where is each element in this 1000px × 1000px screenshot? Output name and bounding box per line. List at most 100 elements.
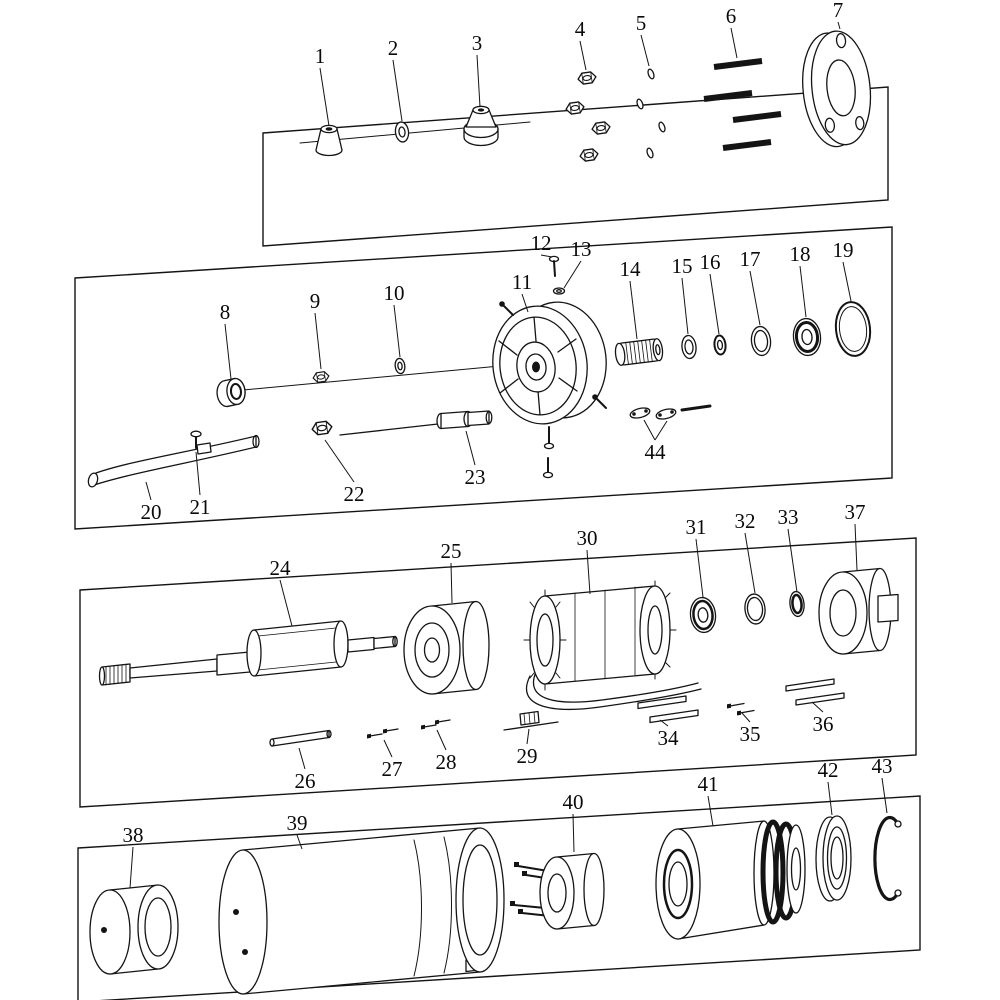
section-frame-1 (262, 86, 889, 247)
part-number-27: 27 (382, 757, 403, 781)
part-number-10: 10 (384, 281, 405, 305)
part-37-end-cap (818, 567, 899, 655)
part-4-hex-nuts (564, 70, 612, 163)
part-number-6: 6 (726, 4, 737, 28)
part-number-8: 8 (220, 300, 231, 324)
part-number-1: 1 (315, 44, 326, 68)
part-13-washer (552, 287, 566, 295)
part-number-38: 38 (123, 823, 144, 847)
part-number-20: 20 (141, 500, 162, 524)
part-22-nut (310, 419, 334, 437)
part-number-18: 18 (790, 242, 811, 266)
leader-line-5 (640, 34, 650, 67)
part-11-bottom-screws (542, 426, 555, 479)
part-38-end-cap (89, 884, 179, 975)
section-2-parts (87, 255, 872, 488)
part-number-2: 2 (388, 36, 399, 60)
leader-line-43 (881, 777, 888, 814)
part-number-22: 22 (344, 482, 365, 506)
part-29-cable-clamp (503, 710, 559, 731)
leader-line-3 (476, 54, 481, 108)
part-number-24: 24 (270, 556, 292, 580)
part-number-21: 21 (190, 495, 211, 519)
axis-line (242, 365, 501, 391)
leader-line-33 (787, 528, 798, 593)
leader-line-41 (707, 795, 714, 827)
part-11-pump-head (492, 255, 607, 479)
part-number-14: 14 (620, 257, 642, 281)
part-6-studs (703, 58, 782, 151)
leader-line-44 (643, 419, 656, 441)
leader-line-24 (279, 579, 293, 627)
part-number-12: 12 (531, 231, 552, 255)
leader-line-1 (319, 67, 330, 127)
part-number-4: 4 (575, 17, 586, 41)
leader-line-37 (854, 523, 858, 571)
part-2-washer (394, 121, 410, 143)
part-18-bearing (792, 317, 822, 357)
part-number-37: 37 (845, 500, 866, 524)
part-26-pin (269, 729, 332, 747)
leader-line-31 (695, 538, 704, 598)
leader-line-32 (744, 532, 756, 594)
leader-line-2 (392, 59, 403, 122)
leader-line-40 (572, 813, 575, 853)
part-20-outlet-pipe (87, 434, 260, 488)
part-number-34: 34 (658, 726, 680, 750)
leader-line-20 (145, 481, 152, 501)
leader-line-4 (579, 40, 587, 71)
part-number-29: 29 (517, 744, 538, 768)
leader-line-35 (741, 712, 751, 723)
part-28-screws (421, 719, 451, 730)
part-number-15: 15 (672, 254, 693, 278)
part-27-screws (367, 728, 399, 739)
section-frame-3 (79, 537, 917, 808)
part-number-23: 23 (465, 465, 486, 489)
part-34-pins (637, 695, 699, 724)
leader-line-10 (393, 304, 401, 358)
part-31-bearing (689, 596, 717, 634)
part-39-motor-shell (218, 827, 505, 995)
part-10-washer (394, 357, 406, 375)
part-number-30: 30 (577, 526, 598, 550)
leader-line-44 (654, 420, 668, 441)
part-24-rotor-shaft (98, 620, 398, 686)
part-23-shaft-coupling (339, 410, 493, 436)
part-36-pins (785, 678, 845, 706)
part-number-39: 39 (287, 811, 308, 835)
leader-line-23 (465, 430, 476, 466)
leader-line-36 (811, 701, 824, 713)
part-33-seal-ring (789, 590, 805, 618)
leader-line-16 (709, 273, 720, 335)
part-number-16: 16 (700, 250, 721, 274)
part-number-40: 40 (563, 790, 584, 814)
part-number-28: 28 (436, 750, 457, 774)
part-14-spline-coupling (614, 338, 664, 366)
part-11-side-screws (499, 301, 607, 409)
leader-line-6 (730, 27, 738, 59)
leader-line-25 (450, 562, 453, 604)
part-number-41: 41 (698, 772, 719, 796)
leader-line-39 (296, 834, 303, 850)
part-17-o-ring (750, 325, 772, 357)
part-16-washer (713, 334, 727, 356)
part-number-3: 3 (472, 31, 483, 55)
leader-line-27 (383, 739, 393, 758)
leader-line-38 (129, 846, 134, 889)
part-7-base-flange (802, 30, 872, 148)
part-5-pins (636, 68, 666, 159)
part-number-36: 36 (813, 712, 834, 736)
part-40-terminal-plug (510, 852, 605, 930)
part-number-25: 25 (441, 539, 462, 563)
part-number-31: 31 (686, 515, 707, 539)
part-number-17: 17 (740, 247, 761, 271)
leader-line-11 (521, 293, 529, 313)
part-35-screws (727, 702, 755, 716)
section-frame-4 (77, 795, 921, 1000)
leader-line-19 (842, 261, 852, 302)
part-42-seal-ring (815, 815, 852, 902)
section-4-parts (89, 815, 902, 995)
part-19-retaining-ring (834, 301, 872, 357)
